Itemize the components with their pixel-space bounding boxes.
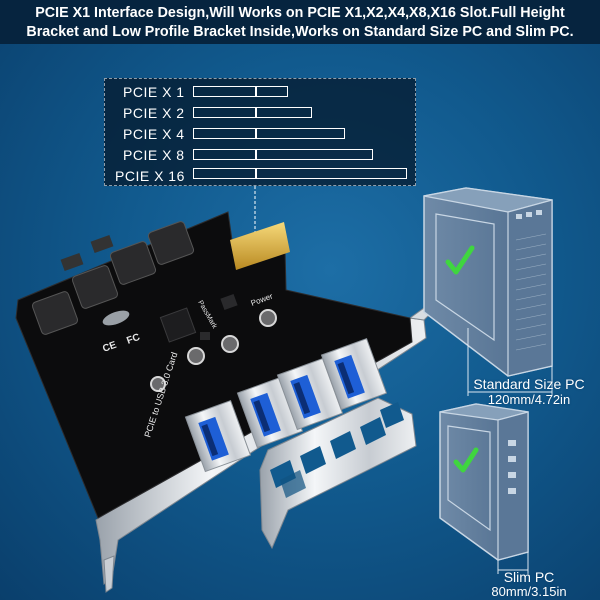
slot-label-x1: PCIE X 1 xyxy=(123,84,185,100)
standard-pc-size: 120mm/4.72in xyxy=(487,392,571,407)
crystal-oscillator xyxy=(102,310,130,326)
slim-pc-tower xyxy=(439,403,529,574)
slim-pc-title: Slim PC xyxy=(503,569,555,585)
capacitor xyxy=(259,309,277,327)
slot-label-x16: PCIE X 16 xyxy=(115,168,185,184)
slot-bar-x4 xyxy=(193,128,345,139)
slot-key-x1 xyxy=(255,86,257,97)
fcc-mark: FC xyxy=(125,332,141,347)
tower-vent-grille xyxy=(515,233,547,351)
inductor xyxy=(31,291,79,335)
controller-chip xyxy=(159,307,197,343)
ce-mark: CE xyxy=(101,340,118,355)
usb-port xyxy=(320,337,388,411)
top-banner: PCIE X1 Interface Design,Will Works on P… xyxy=(0,0,600,44)
banner-line-2: Bracket and Low Profile Bracket Inside,W… xyxy=(26,24,574,40)
slot-key-x8 xyxy=(255,149,257,160)
slot-key-x4 xyxy=(255,128,257,139)
slim-pc-size: 80mm/3.15in xyxy=(491,584,567,599)
check-icon xyxy=(445,245,475,275)
capacitor xyxy=(187,347,205,365)
slot-compatibility-panel: PCIE X 1 PCIE X 2 PCIE X 4 PCIE X 8 PCIE… xyxy=(104,78,416,186)
slot-bar-x2 xyxy=(193,107,312,118)
slot-key-x16 xyxy=(255,168,257,179)
slot-bar-x16 xyxy=(193,168,407,179)
pcie-gold-fingers xyxy=(230,222,290,270)
inductor xyxy=(147,221,195,265)
pcie-card: PCIE to USB 3.0 Card PassMark Power CE F… xyxy=(15,211,413,519)
standard-pc-tower xyxy=(423,187,553,396)
capacitor xyxy=(150,376,166,392)
slot-label-x4: PCIE X 4 xyxy=(123,126,185,142)
slot-key-x2 xyxy=(255,107,257,118)
standard-pc-title: Standard Size PC xyxy=(473,376,585,392)
slot-label-x2: PCIE X 2 xyxy=(123,105,185,121)
slot-label-x8: PCIE X 8 xyxy=(123,147,185,163)
capacitor xyxy=(221,335,239,353)
banner-line-1: PCIE X1 Interface Design,Will Works on P… xyxy=(35,5,565,21)
check-icon xyxy=(453,447,479,473)
inductor xyxy=(109,241,157,285)
low-profile-bracket xyxy=(259,397,417,550)
slot-bar-x8 xyxy=(193,149,373,160)
inductor xyxy=(71,265,119,309)
slot-bar-x1 xyxy=(193,86,288,97)
usb-port xyxy=(184,399,252,473)
